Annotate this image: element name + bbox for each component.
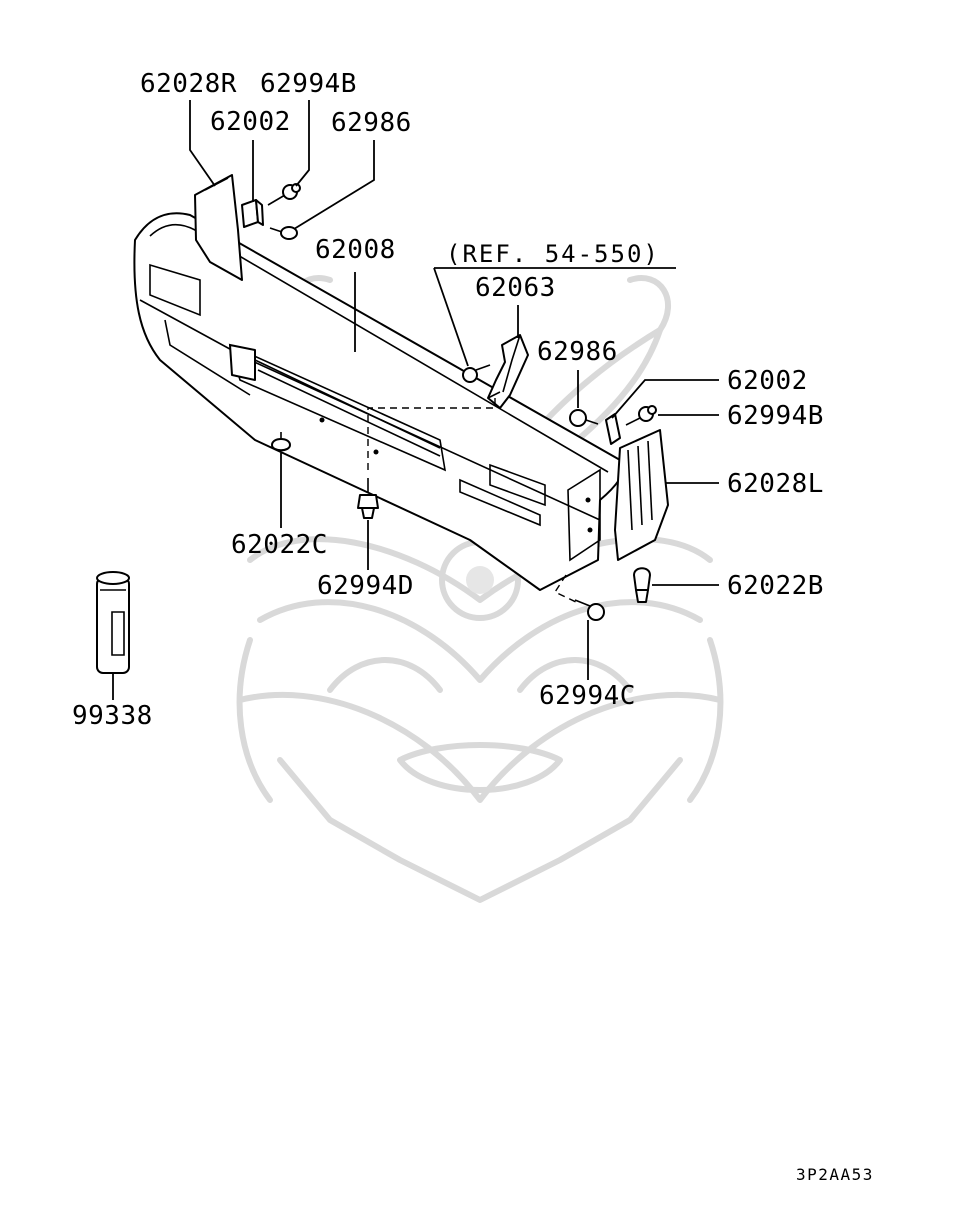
label-62022C: 62022C: [231, 530, 328, 560]
side-bracket-62028R[interactable]: [194, 174, 243, 281]
clip-62994C[interactable]: [574, 599, 605, 621]
ref-note: (REF. 54-550): [446, 240, 660, 268]
label-62994D: 62994D: [317, 571, 414, 601]
label-62986-top: 62986: [331, 108, 412, 138]
bracket-62002-right[interactable]: [605, 413, 621, 445]
clip-62994D[interactable]: [357, 478, 379, 519]
bumper-assembly-62008[interactable]: [133, 212, 625, 591]
touch-up-paint-99338[interactable]: [96, 571, 130, 674]
clip-62022B[interactable]: [633, 567, 651, 603]
label-62028L: 62028L: [727, 469, 824, 499]
label-99338: 99338: [72, 701, 153, 731]
callout-labels: 62028R 62994B 62002 62986 62008 (REF. 54…: [72, 69, 874, 1184]
screw-62986-mid[interactable]: [569, 409, 599, 427]
leader-lines: [112, 100, 719, 700]
label-62022B: 62022B: [727, 571, 824, 601]
label-62986-mid: 62986: [537, 337, 618, 367]
label-62002-top: 62002: [210, 107, 291, 137]
label-62994B-right: 62994B: [727, 401, 824, 431]
label-62002-right: 62002: [727, 366, 808, 396]
drawing-code: 3P2AA53: [796, 1165, 874, 1184]
label-62994B-top: 62994B: [260, 69, 357, 99]
bracket-62063[interactable]: [487, 334, 529, 409]
label-62008: 62008: [315, 235, 396, 265]
screw-ref-54-550[interactable]: [462, 364, 491, 383]
clip-62022C[interactable]: [271, 432, 291, 452]
label-62994C: 62994C: [539, 681, 636, 711]
label-62028R: 62028R: [140, 69, 237, 99]
clip-62994B-right[interactable]: [625, 405, 657, 426]
label-62063: 62063: [475, 273, 556, 303]
clip-62994B-top[interactable]: [267, 183, 301, 206]
bracket-62002-top[interactable]: [241, 199, 264, 228]
side-bracket-62028L[interactable]: [614, 429, 669, 561]
screw-62986-top[interactable]: [269, 226, 298, 240]
